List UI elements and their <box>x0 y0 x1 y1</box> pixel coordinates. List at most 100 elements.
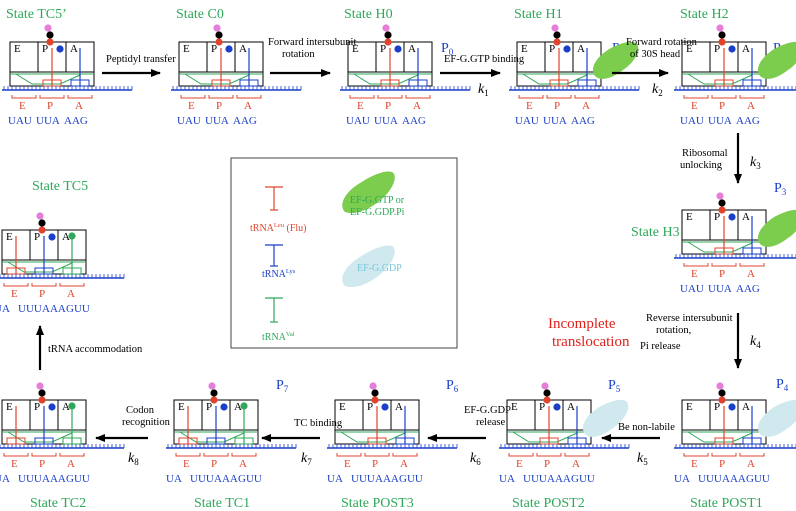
codon-label: AAG <box>233 115 257 127</box>
slot-label-a: A <box>62 231 70 243</box>
codon-label: AAA <box>42 473 66 485</box>
aa-dot-red <box>543 396 551 404</box>
site-label-e: E <box>691 268 698 280</box>
legend-box <box>230 157 458 349</box>
aa-dot-blue <box>728 45 736 53</box>
aa-dot-blue <box>553 403 561 411</box>
step-label: Be non-labile <box>618 422 675 433</box>
codon-label: UUA <box>374 115 398 127</box>
aa-dot-black <box>718 389 726 397</box>
slot-label-e: E <box>686 43 693 55</box>
p-label: P4 <box>776 377 789 393</box>
codon-label: GUU <box>571 473 595 485</box>
slot-label-a: A <box>70 43 78 55</box>
site-label-p: P <box>39 458 45 470</box>
aa-dot-red <box>46 38 54 46</box>
slot-label-a: A <box>567 401 575 413</box>
ef-g-gdp-shape <box>582 399 629 437</box>
codon-label: UUA <box>708 283 732 295</box>
slot-label-e: E <box>511 401 518 413</box>
step-label: unlocking <box>680 160 723 171</box>
decoding-line <box>15 73 81 85</box>
site-label-p: P <box>719 458 725 470</box>
site-label-e: E <box>19 100 26 112</box>
site-label-e: E <box>183 458 190 470</box>
aa-dot-black <box>718 199 726 207</box>
step-label: TC binding <box>294 418 343 429</box>
site-label-e: E <box>11 458 18 470</box>
aa-dot-blue <box>728 403 736 411</box>
slot-label-p: P <box>34 231 40 243</box>
aa-dot-black <box>384 31 392 39</box>
aa-dot-black <box>718 31 726 39</box>
aa-dot-pink <box>36 382 44 390</box>
decoding-line <box>184 73 250 85</box>
state-h1: State H1P1EPAEPAUAUUUAAAG <box>509 7 640 127</box>
codon-label: UUU <box>351 473 375 485</box>
site-bracket <box>683 95 709 99</box>
aa-dot-green <box>68 232 76 240</box>
rate-constant-label: k8 <box>128 451 139 467</box>
aa-dot-pink <box>369 382 377 390</box>
site-bracket <box>336 453 362 457</box>
site-label-p: P <box>211 458 217 470</box>
site-label-a: A <box>75 100 83 112</box>
codon-label: UAU <box>515 115 539 127</box>
decoding-line <box>7 431 73 443</box>
aa-dot-red <box>718 38 726 46</box>
site-bracket <box>39 95 65 99</box>
codon-label: UA <box>166 473 182 485</box>
site-bracket <box>574 95 600 99</box>
aa-dot-blue <box>563 45 571 53</box>
step-label: Codon <box>126 405 155 416</box>
p-label: P0 <box>441 41 454 57</box>
decoding-line <box>340 431 406 443</box>
codon-label: AAG <box>571 115 595 127</box>
step-label: of 30S head <box>630 49 681 60</box>
aa-dot-red <box>371 396 379 404</box>
decoding-line <box>687 241 753 253</box>
site-bracket <box>180 95 206 99</box>
site-bracket <box>536 453 562 457</box>
aa-dot-green <box>240 402 248 410</box>
site-label-a: A <box>239 458 247 470</box>
state-label: State H3 <box>631 225 680 240</box>
legend-trna-leu-icon <box>265 186 283 211</box>
slot-label-e: E <box>178 401 185 413</box>
site-bracket <box>11 95 37 99</box>
legend-trna-val-label: tRNAVal <box>262 331 295 343</box>
state-label: State TC5 <box>32 179 88 194</box>
state-h2: State H2P2EPAEPAUAUUUAAAG <box>674 7 796 127</box>
arrow-a11: tRNA accommodation <box>36 325 143 370</box>
step-label: Ribosomal <box>682 148 728 159</box>
site-bracket <box>59 453 85 457</box>
step-label: EF-G.GDP <box>464 405 511 416</box>
codon-label: AAA <box>42 303 66 315</box>
slot-label-p: P <box>714 211 720 223</box>
site-bracket <box>3 453 29 457</box>
aa-dot-blue <box>220 403 228 411</box>
legend-ef-g-gtp-line1: EF-G.GTP or <box>350 195 405 206</box>
slot-label-p: P <box>714 43 720 55</box>
codon-label: AAA <box>214 473 238 485</box>
site-bracket <box>739 263 765 267</box>
codon-label: UUA <box>708 115 732 127</box>
incomplete-translocation-line1: Incomplete <box>548 316 616 332</box>
codon-label: GUU <box>399 473 423 485</box>
site-label-e: E <box>188 100 195 112</box>
slot-label-p: P <box>206 401 212 413</box>
step-label: Forward rotation <box>626 37 698 48</box>
aa-dot-blue <box>56 45 64 53</box>
codon-label: AAG <box>736 115 760 127</box>
slot-label-e: E <box>686 401 693 413</box>
slot-label-a: A <box>577 43 585 55</box>
decoding-line <box>687 431 753 443</box>
